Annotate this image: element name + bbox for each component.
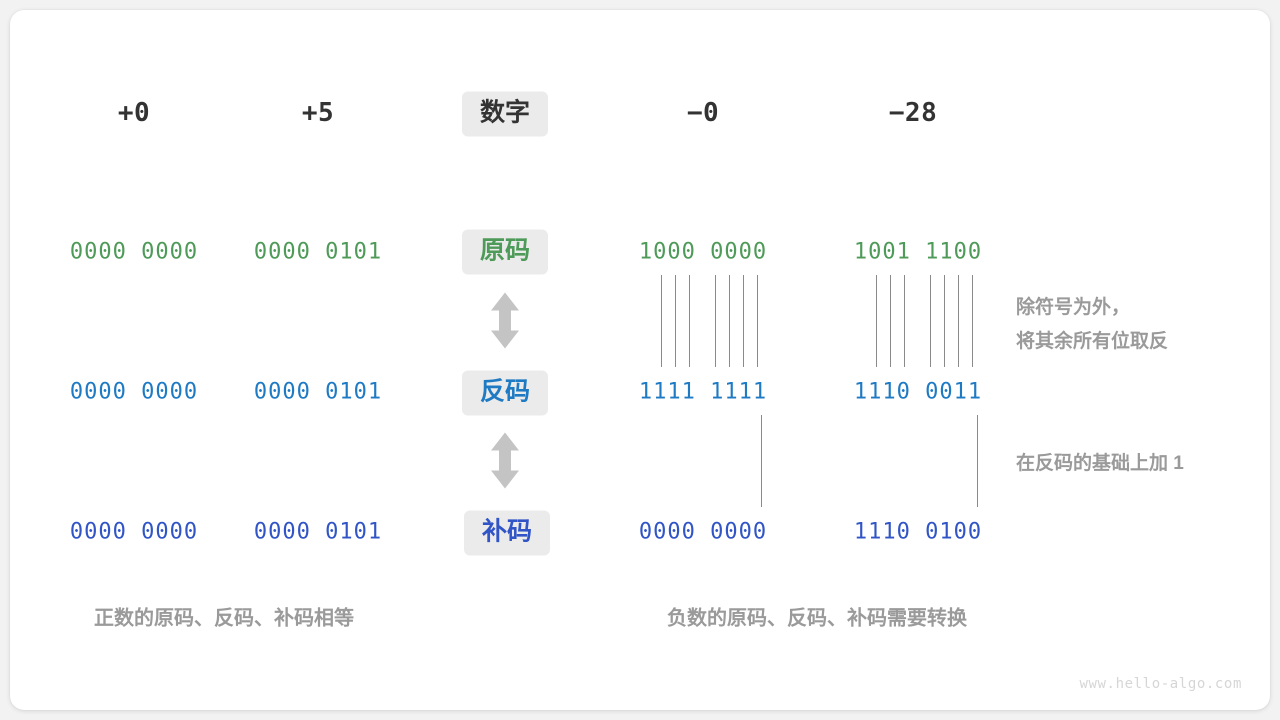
annotation-add-one-rule: 在反码的基础上加 1 bbox=[1016, 453, 1184, 474]
invert-connector-line bbox=[944, 275, 945, 367]
invert-connector-line bbox=[876, 275, 877, 367]
annotation-invert-rule: 除符号为外， 将其余所有位取反 bbox=[1016, 297, 1169, 352]
diagram-stage: +0 +5 数字 −0 −28 0000 0000 0000 0101 原码 1… bbox=[10, 10, 1270, 710]
header-number-pos5: +5 bbox=[301, 98, 335, 128]
twos-complement-pos0: 0000 0000 bbox=[69, 519, 199, 545]
invert-connector-line bbox=[729, 275, 730, 367]
invert-connector-line bbox=[675, 275, 676, 367]
row-label-ones-complement: 反码 bbox=[461, 370, 549, 416]
ones-complement-neg28: 1110 0011 bbox=[853, 379, 983, 405]
invert-connector-line bbox=[689, 275, 690, 367]
header-number-neg28: −28 bbox=[888, 98, 938, 128]
invert-connector-line bbox=[715, 275, 716, 367]
sign-magnitude-neg28: 1001 1100 bbox=[853, 239, 983, 265]
header-number-neg0: −0 bbox=[686, 98, 720, 128]
invert-connector-line bbox=[757, 275, 758, 367]
sign-magnitude-pos5: 0000 0101 bbox=[253, 239, 383, 265]
invert-connector-line bbox=[972, 275, 973, 367]
diagram-card: +0 +5 数字 −0 −28 0000 0000 0000 0101 原码 1… bbox=[10, 10, 1270, 710]
addone-connector-line bbox=[977, 415, 978, 507]
addone-connector-line bbox=[761, 415, 762, 507]
double-arrow-icon-lower bbox=[488, 431, 522, 496]
caption-negative: 负数的原码、反码、补码需要转换 bbox=[667, 607, 967, 630]
row-label-twos-complement: 补码 bbox=[463, 510, 551, 556]
twos-complement-neg28: 1110 0100 bbox=[853, 519, 983, 545]
ones-complement-neg0: 1111 1111 bbox=[638, 379, 768, 405]
invert-connector-line bbox=[958, 275, 959, 367]
header-number-pos0: +0 bbox=[117, 98, 151, 128]
invert-connector-line bbox=[930, 275, 931, 367]
invert-connector-line bbox=[661, 275, 662, 367]
sign-magnitude-neg0: 1000 0000 bbox=[638, 239, 768, 265]
twos-complement-neg0: 0000 0000 bbox=[638, 519, 768, 545]
row-label-number: 数字 bbox=[461, 91, 549, 137]
invert-connector-line bbox=[743, 275, 744, 367]
watermark-url: www.hello-algo.com bbox=[1079, 676, 1242, 692]
caption-positive: 正数的原码、反码、补码相等 bbox=[94, 607, 354, 630]
invert-connector-line bbox=[890, 275, 891, 367]
row-label-sign-magnitude: 原码 bbox=[461, 229, 549, 275]
ones-complement-pos5: 0000 0101 bbox=[253, 379, 383, 405]
sign-magnitude-pos0: 0000 0000 bbox=[69, 239, 199, 265]
twos-complement-pos5: 0000 0101 bbox=[253, 519, 383, 545]
invert-connector-line bbox=[904, 275, 905, 367]
double-arrow-icon-upper bbox=[488, 291, 522, 356]
ones-complement-pos0: 0000 0000 bbox=[69, 379, 199, 405]
